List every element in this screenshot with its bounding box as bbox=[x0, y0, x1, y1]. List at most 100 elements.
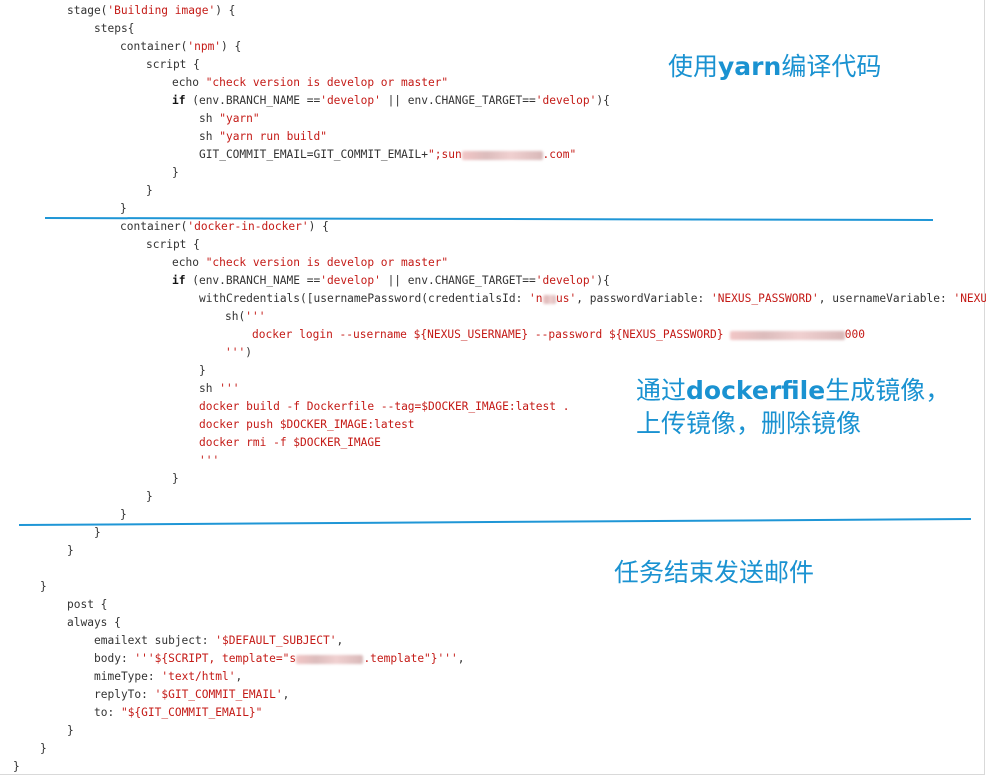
code-line: echo "check version is develop or master… bbox=[172, 254, 448, 272]
string-token: 000 bbox=[844, 328, 865, 341]
code-line: } bbox=[199, 362, 206, 380]
string-token: '$GIT_COMMIT_EMAIL' bbox=[154, 688, 283, 701]
code-token: container( bbox=[120, 220, 188, 233]
code-token: ) { bbox=[221, 40, 242, 53]
code-token: mimeType: bbox=[94, 670, 162, 683]
string-token: us' bbox=[556, 292, 577, 305]
code-line: } bbox=[40, 740, 47, 758]
code-token: sh bbox=[199, 112, 220, 125]
redacted-text: xx bbox=[542, 294, 557, 304]
code-line: sh(''' bbox=[225, 308, 265, 326]
code-token: } bbox=[146, 184, 153, 197]
string-token: docker push $DOCKER_IMAGE:latest bbox=[199, 418, 415, 431]
code-line: always { bbox=[67, 614, 121, 632]
string-token: ''' bbox=[225, 346, 246, 359]
code-token: ){ bbox=[596, 274, 610, 287]
string-token: "check version is develop or master" bbox=[205, 256, 449, 269]
code-line: container('docker-in-docker') { bbox=[120, 218, 329, 236]
code-line: stage('Building image') { bbox=[67, 2, 235, 20]
code-token: } bbox=[146, 490, 153, 503]
string-token: 'NEXUS_ bbox=[953, 292, 986, 305]
string-token: 'docker-in-docker' bbox=[187, 220, 309, 233]
code-token: ) bbox=[245, 346, 252, 359]
code-line: sh "yarn run build" bbox=[199, 128, 327, 146]
string-token: .com" bbox=[542, 148, 577, 161]
code-token: } bbox=[13, 760, 20, 773]
string-token: ''' bbox=[245, 310, 266, 323]
code-line: docker push $DOCKER_IMAGE:latest bbox=[199, 416, 415, 434]
code-token: } bbox=[40, 580, 47, 593]
code-line: sh ''' bbox=[199, 380, 239, 398]
code-token: , bbox=[457, 652, 465, 665]
code-token: } bbox=[94, 526, 101, 539]
code-token: ) { bbox=[308, 220, 329, 233]
string-token: 'npm' bbox=[187, 40, 222, 53]
code-token: , usernameVariable: bbox=[818, 292, 954, 305]
code-token: (env.BRANCH_NAME == bbox=[185, 94, 321, 107]
redacted-text: xxxxxxxxxxxx bbox=[461, 150, 543, 160]
string-token: 'develop' bbox=[320, 94, 381, 107]
code-line: container('npm') { bbox=[120, 38, 241, 56]
code-token: echo bbox=[172, 76, 206, 89]
code-token: replyTo: bbox=[94, 688, 155, 701]
code-line: to: "${GIT_COMMIT_EMAIL}" bbox=[94, 704, 262, 722]
string-token: "yarn run build" bbox=[219, 130, 327, 143]
code-line: } bbox=[94, 524, 101, 542]
string-token: "check version is develop or master" bbox=[205, 76, 449, 89]
code-token: to: bbox=[94, 706, 121, 719]
code-line: } bbox=[172, 470, 179, 488]
code-token: } bbox=[67, 544, 74, 557]
code-token: echo bbox=[172, 256, 206, 269]
code-token: script { bbox=[146, 238, 200, 251]
code-token: withCredentials([usernamePassword(creden… bbox=[199, 292, 530, 305]
string-token: ''' bbox=[199, 454, 220, 467]
string-token: .template"}''' bbox=[363, 652, 458, 665]
code-token: } bbox=[40, 742, 47, 755]
code-token: emailext subject: bbox=[94, 634, 216, 647]
code-token: sh( bbox=[225, 310, 246, 323]
code-token: } bbox=[120, 508, 127, 521]
code-token: body: bbox=[94, 652, 135, 665]
code-line: } bbox=[172, 164, 179, 182]
code-line: GIT_COMMIT_EMAIL=GIT_COMMIT_EMAIL+";sunx… bbox=[199, 146, 576, 164]
string-token: "yarn" bbox=[219, 112, 260, 125]
code-token: post { bbox=[67, 598, 108, 611]
code-token: ) { bbox=[215, 4, 236, 17]
code-token: } bbox=[172, 472, 179, 485]
code-token: , bbox=[235, 670, 243, 683]
code-line: ''' bbox=[199, 452, 219, 470]
string-token: 'NEXUS_PASSWORD' bbox=[710, 292, 819, 305]
string-token: '$DEFAULT_SUBJECT' bbox=[215, 634, 337, 647]
string-token: 'develop' bbox=[535, 274, 597, 287]
keyword-token: if bbox=[172, 94, 186, 107]
code-token: sh bbox=[199, 130, 220, 143]
code-line: emailext subject: '$DEFAULT_SUBJECT', bbox=[94, 632, 343, 650]
code-token: } bbox=[67, 724, 74, 737]
redacted-text: xxxxxxxxxx bbox=[296, 654, 364, 664]
string-token: 'develop' bbox=[535, 94, 597, 107]
code-line: sh "yarn" bbox=[199, 110, 260, 128]
code-line: } bbox=[146, 488, 153, 506]
string-token: docker rmi -f $DOCKER_IMAGE bbox=[199, 436, 381, 449]
annotation-docker-build: 通过dockerfile生成镜像， bbox=[636, 376, 951, 405]
string-token: ''' bbox=[219, 382, 240, 395]
code-line: echo "check version is develop or master… bbox=[172, 74, 448, 92]
string-token: ";sun bbox=[428, 148, 462, 161]
code-line: mimeType: 'text/html', bbox=[94, 668, 242, 686]
code-line: } bbox=[120, 200, 127, 218]
code-token: container( bbox=[120, 40, 188, 53]
code-token: } bbox=[172, 166, 179, 179]
string-token: 'n bbox=[529, 292, 543, 305]
code-line: } bbox=[146, 182, 153, 200]
code-line: if (env.BRANCH_NAME =='develop' || env.C… bbox=[172, 92, 610, 110]
code-token: stage( bbox=[67, 4, 108, 17]
annotation-yarn-build: 使用yarn编译代码 bbox=[668, 52, 882, 81]
code-token: script { bbox=[146, 58, 200, 71]
code-token: } bbox=[199, 364, 206, 377]
code-token: sh bbox=[199, 382, 220, 395]
code-line: docker login --username ${NEXUS_USERNAME… bbox=[252, 326, 865, 344]
string-token: docker login --username ${NEXUS_USERNAME… bbox=[252, 328, 731, 341]
code-token: , bbox=[336, 634, 344, 647]
